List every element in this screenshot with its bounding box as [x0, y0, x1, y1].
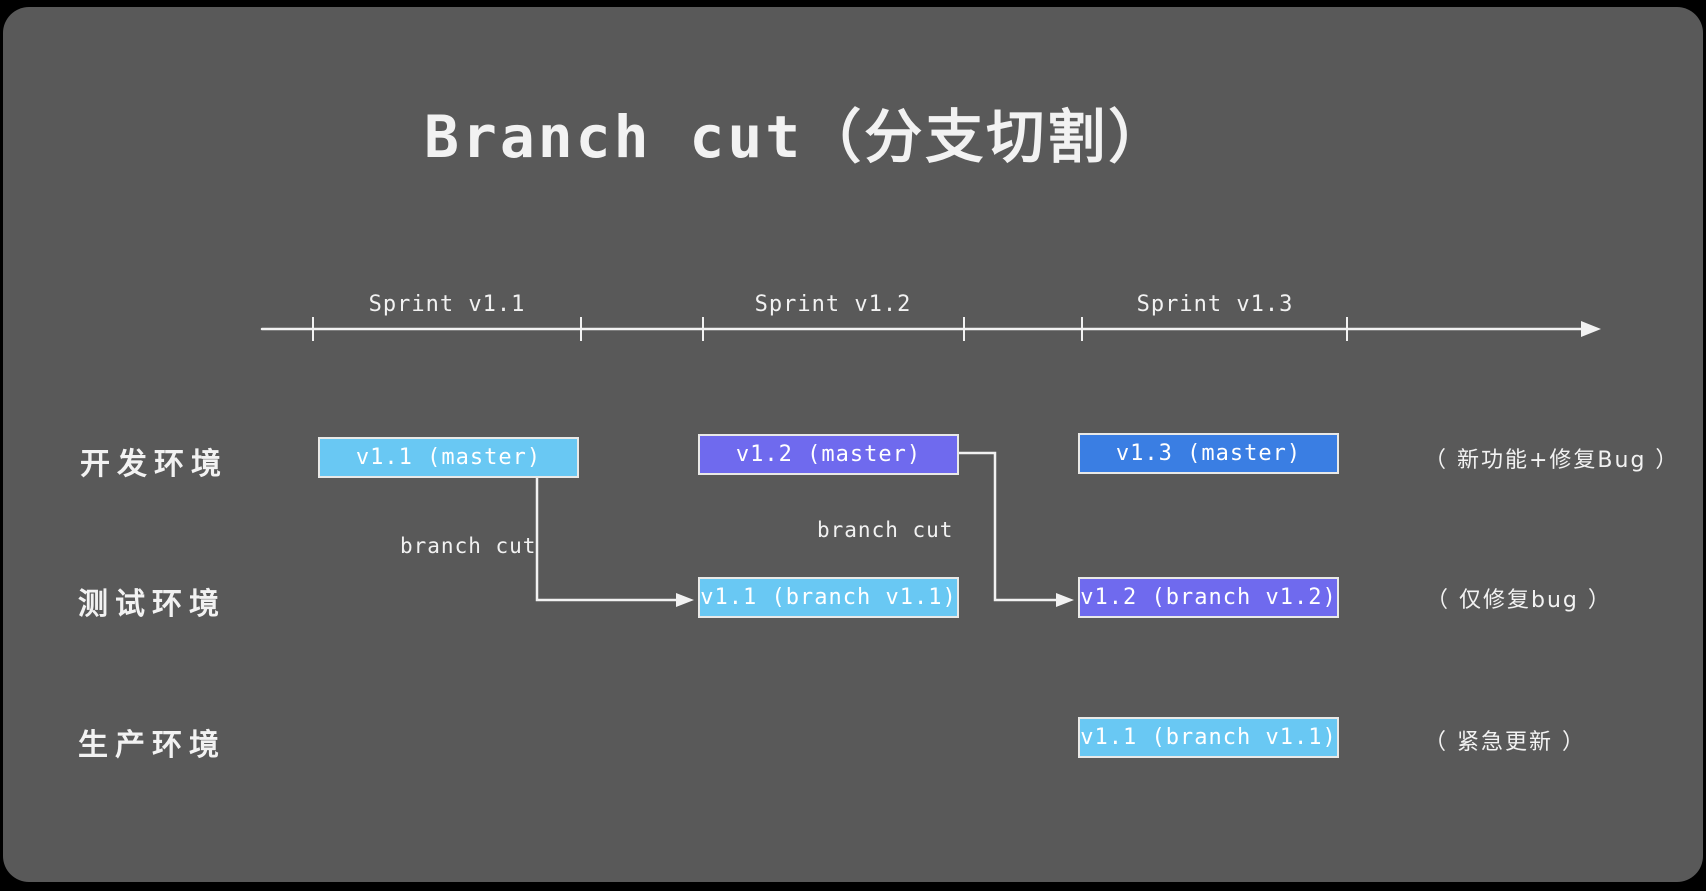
row-label-dev: 开发环境 [80, 447, 228, 482]
box-test-v1.2-branch: v1.2 (branch v1.2) [1078, 577, 1339, 618]
box-dev-v1.3-master: v1.3 (master) [1078, 433, 1339, 474]
sprint-label-v1.3: Sprint v1.3 [1136, 292, 1294, 317]
box-dev-v1.2-master: v1.2 (master) [698, 434, 959, 475]
branch-cut-label-1: branch cut [400, 534, 537, 558]
sprint-label-v1.2: Sprint v1.2 [754, 292, 912, 317]
box-dev-v1.1-master: v1.1 (master) [318, 437, 579, 478]
diagram-canvas: Branch cut（分支切割） Sprint v1.1 Sprint v1.2… [3, 7, 1703, 882]
timeline-arrowhead-icon [1581, 321, 1601, 337]
branch-cut-label-2: branch cut [817, 518, 954, 542]
page-title: Branch cut（分支切割） [424, 103, 1170, 171]
row-label-prod: 生产环境 [78, 728, 226, 763]
branch-cut-connector-2 [957, 451, 1064, 602]
timeline-ticks [312, 317, 1348, 341]
box-prod-v1.1-branch: v1.1 (branch v1.1) [1078, 717, 1339, 758]
annotation-dev: （ 新功能+修复Bug ） [1424, 448, 1680, 473]
sprint-label-v1.1: Sprint v1.1 [368, 292, 526, 317]
annotation-prod: （ 紧急更新 ） [1424, 730, 1586, 755]
diagram-lines [260, 317, 1601, 607]
box-test-v1.1-branch: v1.1 (branch v1.1) [698, 577, 959, 618]
row-label-test: 测试环境 [78, 587, 226, 622]
diagram-layer: Branch cut（分支切割） Sprint v1.1 Sprint v1.2… [3, 7, 1703, 882]
annotation-test: （ 仅修复bug ） [1426, 588, 1612, 613]
branch-cut-connector-1 [535, 475, 684, 602]
connector-1-arrowhead-icon [676, 593, 694, 607]
connector-2-arrowhead-icon [1056, 593, 1074, 607]
